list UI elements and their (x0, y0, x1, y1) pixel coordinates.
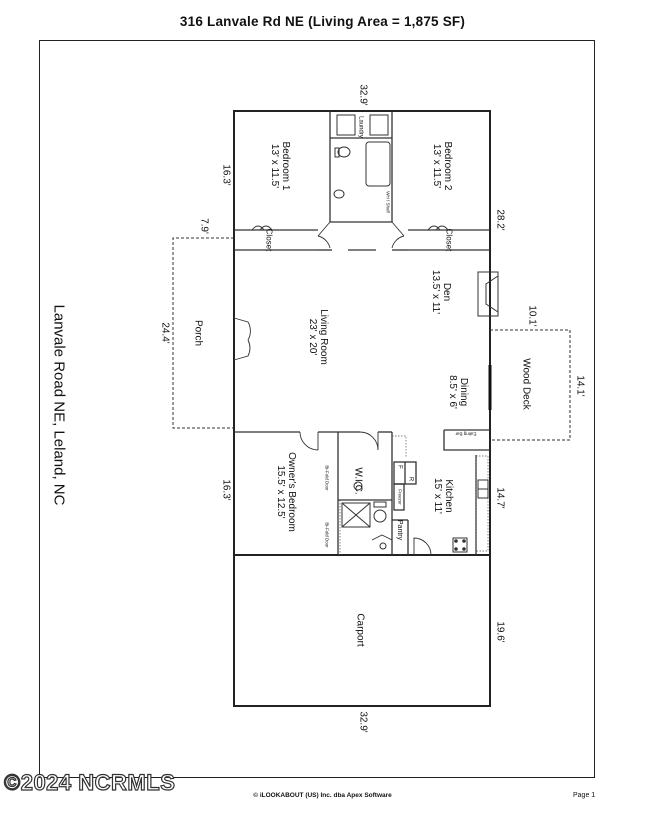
dim-deck-gap: 10.1' (526, 305, 538, 327)
owners-toilet-tank (373, 501, 387, 508)
toilet-tank-icon (334, 147, 340, 158)
shower-cross-b (341, 502, 371, 528)
fireplace-hearth (485, 275, 499, 313)
shower-icon (341, 502, 371, 528)
bathtub-icon (365, 141, 391, 187)
laundry-label: Laundry (357, 116, 364, 138)
sink-icon (333, 189, 345, 199)
carport-label: Carport (354, 613, 366, 647)
mls-watermark: ©2024 NCRMLS (3, 769, 176, 795)
carport-outline (233, 554, 491, 707)
drawing-frame (39, 40, 595, 778)
freezer-block (393, 483, 405, 511)
dim-left-porch-gap: 7.9' (198, 218, 210, 234)
porch-french-door (233, 317, 251, 361)
toilet-icon (337, 146, 351, 158)
dim-right-carport: 19.6' (494, 621, 506, 643)
wood-deck-outline (490, 329, 571, 441)
fireplace-icon (477, 271, 499, 317)
closet-right-label: Closet (444, 228, 454, 252)
closet-left-label: Closet (264, 228, 274, 252)
cabinet-dotted-a (392, 435, 407, 458)
plan-title: 316 Lanvale Rd NE (Living Area = 1,875 S… (179, 14, 466, 29)
door-wic (359, 431, 379, 451)
dim-left-upper: 16.3' (220, 164, 232, 186)
door-closet-right (427, 225, 449, 231)
eating-bar-label: Eating Bar (455, 431, 477, 437)
door-pantry (371, 534, 393, 541)
dim-top: 32.9' (357, 84, 369, 106)
eating-bar-counter (443, 430, 490, 451)
dim-left-lower: 16.3' (220, 479, 232, 501)
door-kitchen-exterior (413, 537, 432, 556)
wic-label: W.I.C. (352, 467, 364, 495)
fridge-f-label: F (396, 465, 403, 469)
pantry-label: Pantry (395, 519, 403, 541)
page-number: Page 1 (573, 792, 596, 799)
freezer-label: Freezer (397, 489, 403, 505)
door-bedroom2 (391, 221, 405, 249)
dryer-icon (369, 114, 389, 136)
dim-deck-length: 14.1' (574, 375, 586, 397)
owners-sink-icon (379, 542, 387, 550)
wic-fixture-icon (353, 481, 363, 491)
owners-toilet-icon (373, 509, 387, 523)
burner-a (454, 539, 458, 543)
door-owners (299, 431, 319, 451)
burner-c (454, 547, 458, 551)
dim-right-upper: 28.2' (494, 209, 506, 231)
porch-outline (172, 237, 234, 429)
dim-porch-length: 24.4' (159, 322, 171, 344)
dim-right-kitchen: 14.7' (494, 487, 506, 509)
washer-icon (336, 114, 356, 136)
street-address-label: Lanvale Road NE, Leland, NC (50, 304, 68, 506)
bifold-door-label-2: Bi-Fold Door (324, 522, 330, 548)
wh-shelf-label: WH / Shelf (385, 191, 391, 213)
bifold-door-label-1: Bi-Fold Door (324, 465, 330, 491)
fridge-r-label: R (407, 476, 414, 482)
dim-bottom: 32.9' (357, 711, 369, 733)
stove-icon (452, 537, 468, 553)
burner-b (462, 539, 466, 543)
burner-d (462, 547, 466, 551)
porch-label: Porch (192, 319, 204, 347)
cabinet-dotted-b (475, 455, 489, 552)
door-closet-left (251, 225, 273, 231)
software-credit: © iLOOKABOUT (US) Inc. dba Apex Software (253, 792, 392, 799)
door-bedroom1 (317, 221, 331, 249)
wood-deck-label: Wood Deck (520, 358, 532, 410)
